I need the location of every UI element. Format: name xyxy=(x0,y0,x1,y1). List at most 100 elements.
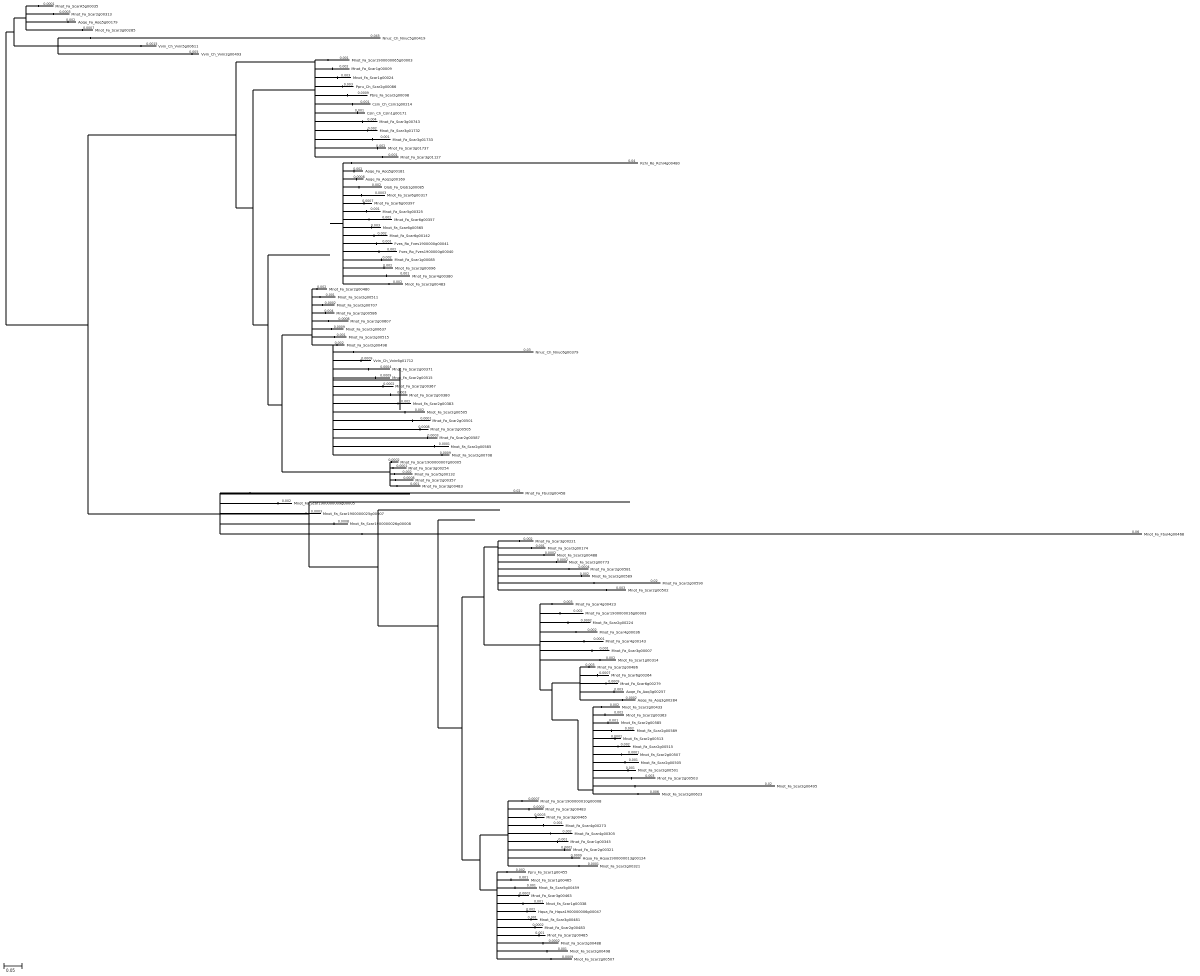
leaf-label: Mnot_Fa_Scar4g00380 xyxy=(412,274,453,278)
support-value: 0.04 xyxy=(628,159,635,163)
support-value: 0.002 xyxy=(516,868,525,872)
support-value: 0.002 xyxy=(383,264,392,268)
support-value: 0.001 xyxy=(626,766,635,770)
support-value: 0.001 xyxy=(340,56,349,60)
leaf-label: Mnot_Fa_Scar2g00586 xyxy=(336,311,377,315)
leaf-label: Mnot_Fa_Scar2g00589 xyxy=(592,574,633,578)
support-value: 0.0007 xyxy=(599,671,610,675)
leaf-label: Mnot_Fa_Scar2g00505 xyxy=(641,761,681,765)
support-value: 0.001 xyxy=(360,100,369,104)
leaf-label: Mnot_Fa_Scar1900000016g00003 xyxy=(585,612,646,616)
support-value: 0.002 xyxy=(573,609,582,613)
support-value: 0.0002 xyxy=(557,558,568,562)
leaf-label: Mnot_Fa_Scar2g00581 xyxy=(590,567,630,571)
support-value: 0.0002 xyxy=(581,618,592,622)
leaf-label: Mnot_Fa_Scar2g00495 xyxy=(777,784,817,788)
leaf-label: Mnot_Fa_Scar1900000010g00008 xyxy=(540,799,602,803)
leaf-label: Ppru_Ch_Scar2g00086 xyxy=(356,85,397,89)
support-value: 0.001 xyxy=(535,931,544,935)
support-value: 0.0009 xyxy=(358,91,369,95)
leaf-label: Qlob_Fa_Qlob1g00085 xyxy=(384,186,424,190)
leaf-label: Mnot_Fa_Scar2g00313 xyxy=(71,12,111,16)
leaf-label: Mnot_Fa_Scar2g00486 xyxy=(597,665,638,669)
leaf-label: Mnot_Fa_Scar4g00273 xyxy=(566,824,606,828)
leaf-label: Mnot_Fa_Scar6g00565 xyxy=(383,226,423,230)
support-value: 0.02 xyxy=(765,782,772,786)
leaf-label: Mnot_Fa_Scar2g00174 xyxy=(548,546,589,550)
support-value: 0.001 xyxy=(382,239,391,243)
support-value: 0.002 xyxy=(580,572,589,576)
support-value: 0.0001 xyxy=(593,637,604,641)
support-value: 0.0008 xyxy=(403,476,414,480)
scale-bar: 0.05 xyxy=(3,963,23,973)
support-value: 0.001 xyxy=(558,837,567,841)
support-value: 0.002 xyxy=(526,907,535,911)
leaf-label: Mnot_Fa_Scar3g00483 xyxy=(422,484,462,488)
support-value: 0.006 xyxy=(650,790,659,794)
leaf-label: Mnot_Fa_Scar4g00305 xyxy=(575,832,615,836)
leaf-label: Mnot_Fa_Scar1900000065g00003 xyxy=(352,58,413,62)
leaf-label: Aoqe_Fa_Aoq5g00181 xyxy=(365,169,405,173)
leaf-label: Mnot_Fa_Scar2g00505 xyxy=(430,428,470,432)
leaf-label: Mnot_Fa_Scar3g00254 xyxy=(408,466,449,470)
leaf-label: Mnot_Fa_Scar4g00143 xyxy=(605,640,645,644)
leaf-label: Hqua_Fa_Hqua1900000013g00124 xyxy=(583,856,647,860)
support-value: 0.0003 xyxy=(311,509,322,513)
leaf-label: Mnot_Fa_Scar2g00501 xyxy=(638,769,678,773)
support-value: 0.0002 xyxy=(383,382,394,386)
support-value: 0.0002 xyxy=(561,846,572,850)
leaf-label: Mnot_Fa_Scar2g00773 xyxy=(569,560,609,564)
leaf-label: Fves_Ro_Fves1900000g00040 xyxy=(399,250,454,254)
leaf-label: Mnot_Fa_Scar2g00321 xyxy=(600,864,640,868)
leaf-label: Mnot_Fa_Scar1g00345 xyxy=(570,840,610,844)
support-value: 0.002 xyxy=(606,656,615,660)
support-value: 0.002 xyxy=(523,537,532,541)
leaf-label: Mnot_Fa_Scar2g00383 xyxy=(413,402,453,406)
support-value: 0.001 xyxy=(609,719,618,723)
leaf-label: Mnot_Fa_Scar4g00423 xyxy=(575,602,615,606)
leaf-label: Vvin_Ch_Vvin6g01712 xyxy=(373,359,413,363)
support-value: 0.0008 xyxy=(418,425,429,429)
support-value: 0.0001 xyxy=(628,750,639,754)
support-value: 0.001 xyxy=(380,135,389,139)
leaf-label: Mnot_Fa_Scar3g00481 xyxy=(540,918,580,922)
support-value: 0.0001 xyxy=(439,442,450,446)
leaf-label: Mnot_Fa_Scar2g00505 xyxy=(427,410,467,414)
support-value: 0.0001 xyxy=(43,2,54,6)
support-value: 0.001 xyxy=(536,544,545,548)
leaf-label: Mnot_Fa_Scar2g00485 xyxy=(547,934,587,938)
leaf-label: Mnot_Fa_Scar3g00285 xyxy=(95,28,135,32)
leaf-label: Mnot_Fa_Scar2g00515 xyxy=(392,376,432,380)
support-value: 0.001 xyxy=(337,333,346,337)
support-value: 0.0003 xyxy=(534,813,545,817)
leaf-label: Mnot_Fa_Scar3g00465 xyxy=(546,816,586,820)
support-value: 0.0001 xyxy=(396,464,407,468)
support-value: 0.0007 xyxy=(362,199,373,203)
leaf-label: Mnot_Fa_Scar2g00380 xyxy=(409,393,450,397)
support-value: 0.003 xyxy=(341,73,350,77)
support-value: 0.001 xyxy=(600,646,609,650)
leaf-label: Mnot_Fa_Scar1g00009 xyxy=(351,67,392,71)
support-value: 0.0009 xyxy=(440,451,451,455)
leaf-label: Mnot_Fa_Scar1g00338 xyxy=(546,902,587,906)
support-value: 0.0015 xyxy=(146,42,157,46)
leaf-label: Mnot_Fa_Scar3g00007 xyxy=(612,649,652,653)
support-value: 0.0008 xyxy=(353,175,364,179)
support-value: 0.06 xyxy=(1132,530,1139,534)
leaf-label: Mnot_Fa_Scar2g00585 xyxy=(621,721,661,725)
leaf-label: Mnot_Fa_Scar2g00488 xyxy=(557,553,598,557)
support-value: 0.004 xyxy=(324,309,333,313)
leaf-label: Mnot_Fa_Scar6g00397 xyxy=(374,202,414,206)
leaf-label: Mnot_Fa_Scar3g00483 xyxy=(405,282,445,286)
leaf-label: Mnot_Fa_Scar2g00321 xyxy=(573,848,613,852)
support-value: 0.001 xyxy=(371,207,380,211)
support-value: 0.0009 xyxy=(361,356,372,360)
support-value: 0.002 xyxy=(403,470,412,474)
leaf-label: Mnot_Fa_Scar5g00459 xyxy=(539,886,580,890)
support-value: 0.0002 xyxy=(545,551,556,555)
support-value: 0.001 xyxy=(528,915,537,919)
tree-branches xyxy=(5,4,1142,961)
support-value: 0.002 xyxy=(610,703,619,707)
support-value: 0.002 xyxy=(353,167,362,171)
leaf-label: Mnot_Fa_Scar2g00503 xyxy=(657,777,697,781)
